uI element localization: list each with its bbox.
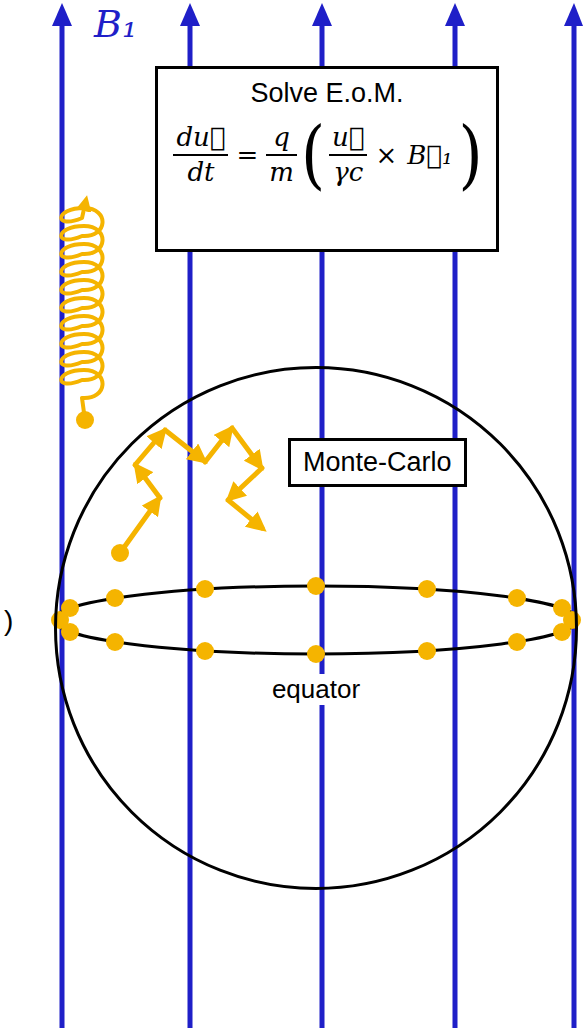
walk-step [205, 430, 230, 462]
walk-step [232, 428, 260, 466]
fraction-denominator: γc [330, 156, 366, 189]
particle-dot [61, 599, 79, 617]
arrowhead [52, 3, 72, 26]
sphere-circle [56, 368, 577, 889]
particle-dot [111, 544, 129, 562]
field-line [60, 20, 65, 1028]
parenthesis: ( [301, 118, 325, 192]
arrowhead [180, 3, 200, 26]
arrowhead [312, 3, 332, 26]
field-line [572, 20, 577, 1028]
equator-particles [51, 577, 581, 663]
fraction-numerator: q [270, 121, 293, 154]
equator-label: equator [268, 674, 364, 705]
sphere-node: equator Monte-Carlo [54, 366, 578, 890]
particle-dot [553, 623, 571, 641]
walk-step [120, 500, 158, 553]
arrowhead [564, 3, 583, 26]
particle-dot [307, 577, 325, 595]
helix-trajectory [61, 200, 102, 420]
fraction-denominator: m [266, 156, 297, 189]
fraction: u⃗γc [329, 121, 367, 188]
equator-ellipse [54, 586, 578, 654]
particle-dot [61, 623, 79, 641]
walk-step [137, 467, 160, 498]
box-heading: Solve E.o.M. [250, 77, 403, 109]
particle-dot [106, 633, 124, 651]
random-walk [120, 428, 262, 553]
fraction-denominator: dt [184, 156, 217, 189]
walk-step [230, 468, 262, 498]
walk-step [228, 500, 262, 528]
particle-dot [418, 580, 436, 598]
cut-off-text: ) [4, 604, 13, 638]
math-symbol: = [236, 140, 258, 170]
arrowhead [445, 3, 465, 26]
field-lines [62, 20, 574, 1028]
fraction: du⃗dt [173, 121, 228, 188]
method-box: Monte-Carlo [288, 438, 467, 487]
particle-dot [508, 633, 526, 651]
math-symbol: B⃗₁ [407, 140, 452, 170]
particle-dot [76, 411, 94, 429]
fraction-bar [266, 154, 297, 156]
fraction-bar [173, 154, 228, 156]
fraction: qm [266, 121, 297, 188]
particle-dot [418, 642, 436, 660]
particle-dot [307, 645, 325, 663]
particle-dot [508, 589, 526, 607]
parenthesis: ) [458, 118, 482, 192]
walk-step [165, 430, 203, 460]
fraction-numerator: u⃗ [329, 121, 367, 154]
equation-box: Solve E.o.M. du⃗dt = qm(u⃗γc × B⃗₁) [155, 66, 498, 252]
box-label: Monte-Carlo [303, 445, 452, 480]
math-symbol: × [375, 140, 397, 170]
particle-dot [106, 589, 124, 607]
equation-row: du⃗dt=qm(u⃗γc×B⃗₁) [170, 121, 483, 188]
fraction-bar [329, 154, 367, 156]
field-label: B₁ [94, 2, 137, 48]
fraction-numerator: du⃗ [173, 121, 228, 154]
particle-dot [196, 642, 214, 660]
particle-dot [196, 580, 214, 598]
